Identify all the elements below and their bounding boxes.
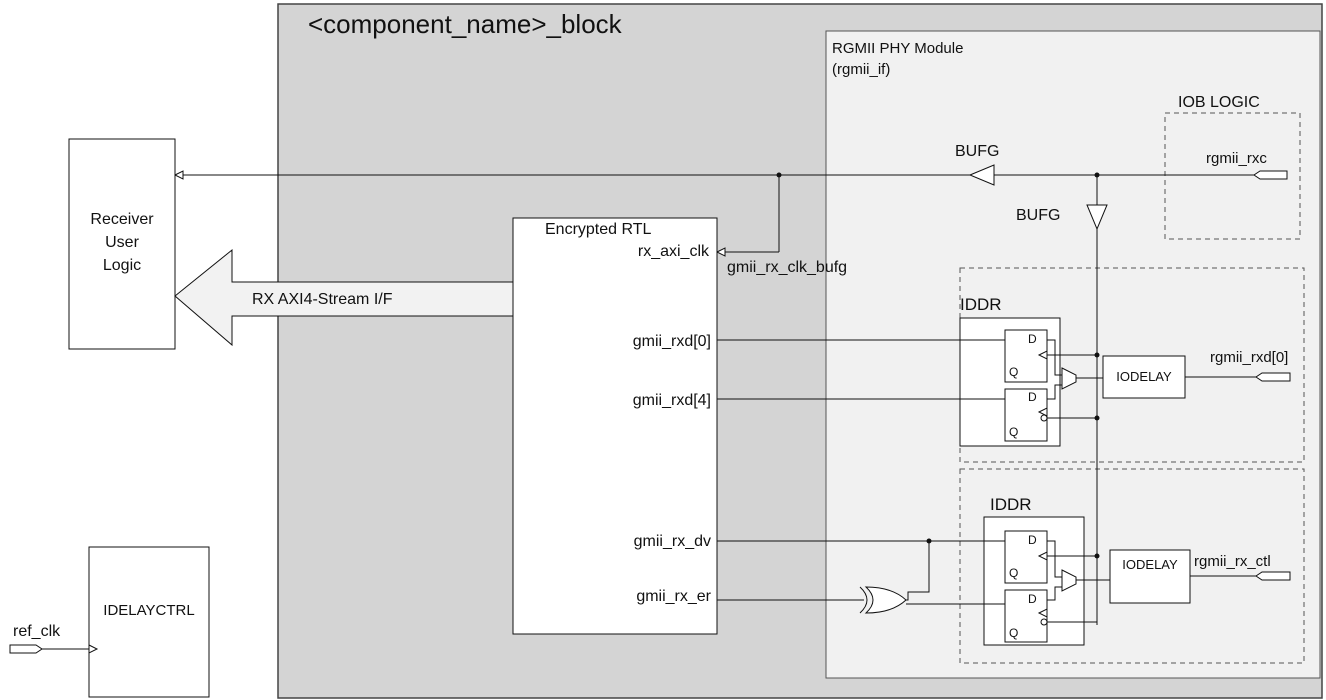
idelayctrl-label: IDELAYCTRL [103, 602, 194, 619]
clock-junction [776, 172, 782, 178]
iddr-group-bottom [959, 468, 1305, 664]
iddr-top-mux [1061, 367, 1077, 390]
ref-clk-clock-input [88, 644, 99, 654]
rx-dv-junction [926, 538, 932, 544]
iddr-top-clk2 [1037, 407, 1048, 417]
iddr-top-wiring [717, 339, 1256, 419]
iddr-bottom-d2: D [1028, 592, 1037, 606]
bufg-vertical-buffer [1086, 204, 1108, 231]
iddr-bottom-wiring [717, 540, 1256, 623]
bufg-top-label: BUFG [955, 143, 999, 160]
bufg-vertical-label: BUFG [1016, 207, 1060, 224]
component-block-title: <component_name>_block [308, 9, 623, 39]
phy-module-subtitle: (rgmii_if) [832, 61, 890, 78]
iddr-top-q1: Q [1009, 365, 1018, 379]
iddr-top-d2: D [1028, 390, 1037, 404]
rx-er-wiring [717, 541, 930, 605]
iob-logic-box [1164, 112, 1301, 240]
phy-module-title: RGMII PHY Module [832, 40, 963, 57]
iddr-bottom-d1: D [1028, 533, 1037, 547]
rgmii-rx-ctl-port [1255, 571, 1291, 581]
rx-er-xor-gate [859, 586, 907, 614]
receiver-line3: Logic [103, 257, 141, 274]
rgmii-rxc-port [1253, 170, 1288, 180]
gmii-rxd4-label: gmii_rxd[4] [633, 392, 711, 409]
gmii-rx-er-label: gmii_rx_er [636, 588, 711, 605]
rx-axi-clk-arrow [715, 247, 726, 257]
receiver-user-logic [68, 138, 176, 350]
iob-logic-title: IOB LOGIC [1178, 94, 1260, 111]
iddr-bottom-q2: Q [1009, 626, 1018, 640]
encrypted-rtl-title: Encrypted RTL [545, 221, 652, 238]
iddr-top-title: IDDR [960, 295, 1002, 314]
iddr-bottom-inv [1040, 618, 1048, 626]
rgmii-rxc-label: rgmii_rxc [1206, 150, 1267, 167]
iddr-top-q2: Q [1009, 425, 1018, 439]
receiver-line1: Receiver [90, 211, 154, 228]
clock-net [175, 174, 1254, 625]
iddr-top-inv [1040, 414, 1048, 422]
rgmii-rx-ctl-label: rgmii_rx_ctl [1194, 553, 1271, 570]
iddr-bottom-mux [1061, 569, 1077, 592]
receiver-line2: User [105, 234, 139, 251]
iodelay-top-label: IODELAY [1116, 369, 1172, 384]
gmii-rxd0-label: gmii_rxd[0] [633, 333, 711, 350]
iddr-bottom-ff2 [1004, 589, 1048, 643]
rgmii-rxd0-port [1255, 372, 1291, 382]
ref-clk-port [9, 644, 43, 654]
rx-axi-clk-label: rx_axi_clk [638, 243, 710, 260]
gmii-rx-dv-label: gmii_rx_dv [634, 533, 711, 550]
clock-junction-bufg [1094, 172, 1100, 178]
iddr-top-d1: D [1028, 332, 1037, 346]
iddr-bottom-q1: Q [1009, 566, 1018, 580]
iddr-group-top [959, 267, 1305, 463]
receiver-clock-arrow [173, 170, 184, 180]
idelayctrl-block [88, 546, 210, 698]
bufg-horizontal-buffer [968, 164, 995, 186]
iddr-bottom-clk-junction1 [1094, 553, 1100, 559]
rgmii-rxd0-label: rgmii_rxd[0] [1210, 349, 1288, 366]
iddr-bottom-title: IDDR [990, 495, 1032, 514]
gmii-rx-clk-bufg-label: gmii_rx_clk_bufg [727, 259, 847, 276]
iddr-top-clk-junction2 [1094, 415, 1100, 421]
ref-clk-label: ref_clk [13, 623, 61, 640]
iddr-bottom-clk2 [1037, 608, 1048, 618]
iodelay-bottom-label: IODELAY [1122, 557, 1178, 572]
encrypted-rtl [512, 217, 718, 635]
rx-axi4-stream-label: RX AXI4-Stream I/F [252, 291, 393, 308]
iddr-top-ff2 [1004, 388, 1048, 442]
iddr-top-clk-junction1 [1094, 352, 1100, 358]
